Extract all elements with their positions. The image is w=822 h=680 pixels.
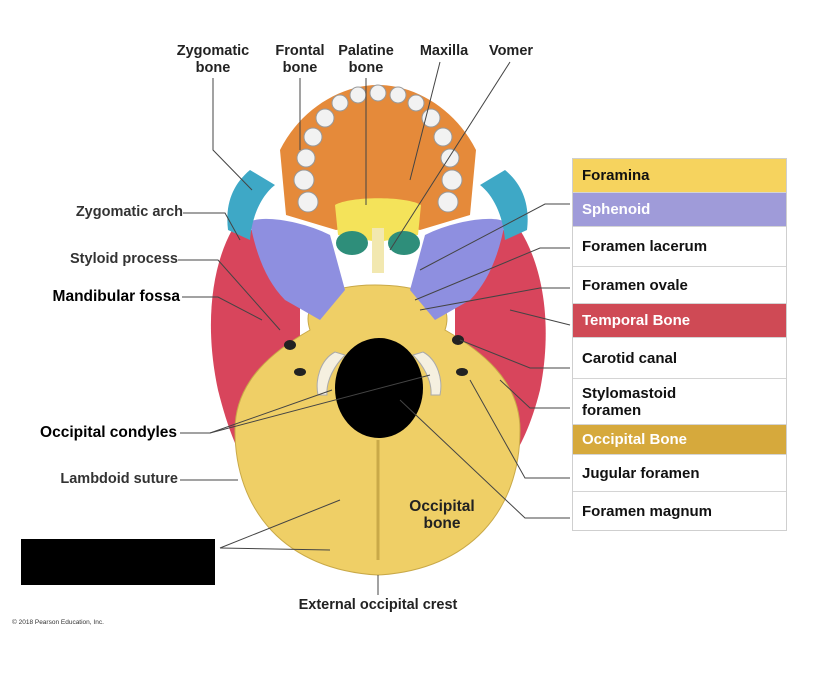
redaction-box — [21, 539, 215, 585]
label-palatine-bone: Palatine bone — [331, 43, 401, 77]
label-line: Zygomatic — [176, 43, 250, 59]
legend-row-stylomastoid-foramen: Stylomastoid foramen — [573, 379, 786, 425]
copyright-text: © 2018 Pearson Education, Inc. — [12, 619, 104, 626]
label-line: Frontal — [275, 43, 325, 59]
condyle-left — [316, 351, 346, 396]
legend-text: Stylomastoid foramen — [582, 384, 677, 419]
label-line: bone — [423, 515, 461, 532]
palatine-shape — [335, 198, 421, 242]
label-zygomatic-bone: Zygomatic bone — [163, 43, 263, 77]
sphenoid-right — [410, 218, 505, 320]
choana-right — [388, 231, 420, 255]
legend-text: Sphenoid — [582, 201, 651, 218]
label-frontal-bone: Frontal bone — [265, 43, 335, 77]
legend-text: Foramen ovale — [582, 276, 688, 294]
teeth — [293, 84, 463, 213]
label-external-occipital-crest: External occipital crest — [298, 597, 458, 613]
legend-text: Temporal Bone — [582, 312, 691, 329]
condyle-right — [412, 351, 442, 396]
legend-row-occipital-bone: Occipital Bone — [573, 425, 786, 455]
jugular-left — [294, 368, 306, 376]
zygomatic-right — [480, 170, 528, 240]
legend-text: Foramen magnum — [582, 502, 713, 520]
legend-row-carotid-canal: Carotid canal — [573, 338, 786, 379]
label-line: Maxilla — [419, 43, 469, 59]
label-styloid-process: Styloid process — [70, 251, 178, 267]
label-line: Vomer — [488, 43, 534, 59]
label-vomer: Vomer — [478, 43, 544, 60]
label-maxilla: Maxilla — [410, 43, 478, 60]
label-mandibular-fossa: Mandibular fossa — [52, 288, 180, 305]
legend-text: Carotid canal — [582, 349, 678, 367]
choana-left — [336, 231, 368, 255]
label-line: Occipital — [409, 498, 475, 515]
zygomatic-left — [227, 170, 275, 240]
legend-row-foramen-magnum: Foramen magnum — [573, 492, 786, 530]
legend-row-temporal-bone: Temporal Bone — [573, 304, 786, 338]
vomer-shape — [372, 228, 384, 273]
label-lambdoid-suture: Lambdoid suture — [60, 471, 178, 487]
legend-row-foramina: Foramina — [573, 159, 786, 193]
carotid-left — [284, 340, 296, 350]
label-occipital-condyles: Occipital condyles — [40, 424, 177, 441]
legend-text: Occipital Bone — [582, 431, 688, 448]
legend-row-foramen-lacerum: Foramen lacerum — [573, 227, 786, 267]
legend-text: Foramen lacerum — [582, 238, 708, 255]
jugular-right — [456, 368, 468, 376]
sphenoid-left — [250, 218, 345, 320]
legend: Foramina Sphenoid Foramen lacerum Forame… — [572, 158, 787, 531]
legend-text: Foramina — [582, 167, 650, 184]
label-line: Palatine — [338, 43, 394, 59]
label-zygomatic-arch: Zygomatic arch — [75, 204, 183, 220]
leader-lines — [178, 61, 571, 595]
label-line: bone — [282, 60, 318, 76]
legend-row-sphenoid: Sphenoid — [573, 193, 786, 227]
carotid-right — [452, 335, 464, 345]
label-line: bone — [195, 60, 231, 76]
label-occipital-bone: Occipital bone — [397, 498, 487, 532]
label-line: bone — [348, 60, 384, 76]
legend-text: Jugular foramen — [582, 464, 700, 482]
legend-row-jugular-foramen: Jugular foramen — [573, 455, 786, 492]
legend-row-foramen-ovale: Foramen ovale — [573, 267, 786, 304]
